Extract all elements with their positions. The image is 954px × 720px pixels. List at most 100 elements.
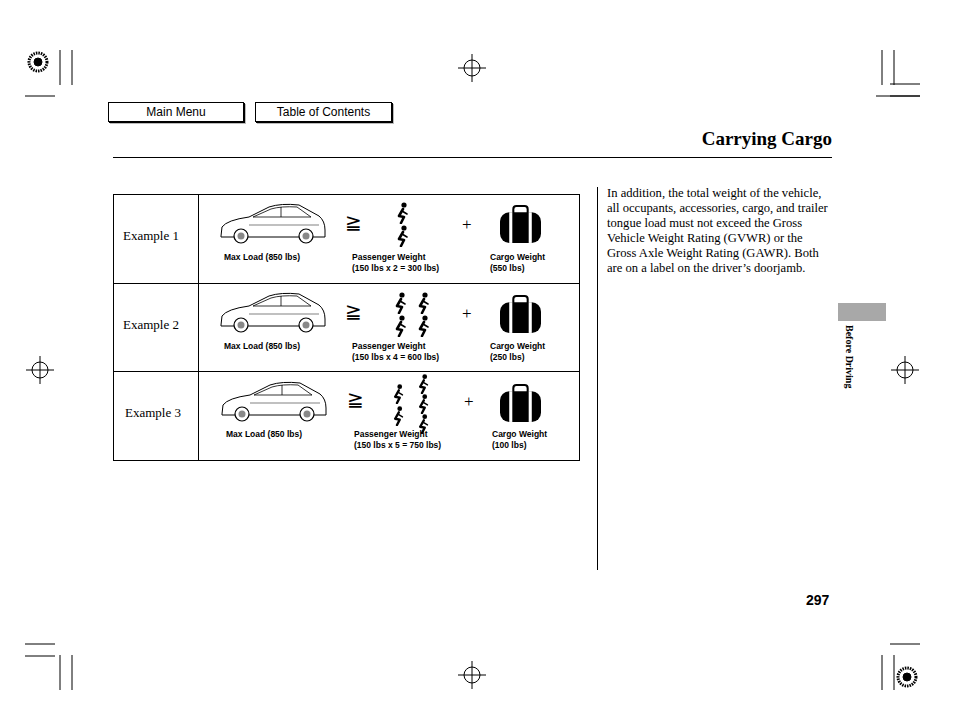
passenger-icon [399,202,407,223]
car-icon [221,293,325,332]
registration-mark [472,661,473,689]
car-icon [221,204,325,243]
example-label: Example 2 [123,318,179,333]
example-label: Example 1 [123,229,179,244]
crop-mark [25,656,55,657]
label-text: ≧ [347,387,364,411]
crop-mark [882,655,883,690]
max-load-label: Max Load (850 lbs) [224,253,300,263]
greater-equal-sign: ≧ [345,211,362,234]
plus-sign: + [462,215,472,235]
passenger-weight-label: Passenger Weight [352,253,426,263]
passenger-icon [395,406,402,425]
title-text: Carrying Cargo [702,128,832,149]
passenger-icon [397,315,405,336]
label-text: + [464,392,474,411]
passenger-weight-value: (150 lbs x 4 = 600 lbs) [352,353,439,363]
crop-mark [60,655,61,690]
registration-target [29,53,47,71]
label-text: (550 lbs) [490,263,525,273]
cargo-icon [500,206,541,243]
button-label: Main Menu [146,105,205,119]
label-text: + [462,304,472,323]
passenger-icon [399,225,407,246]
label-text: Max Load (850 lbs) [226,429,302,439]
label-text: Passenger Weight [352,341,426,351]
header-rule [113,157,832,158]
label-text: Example 3 [125,405,181,420]
passenger-icon [420,374,427,393]
nav-button: Table of Contents [255,102,392,122]
label-text: Example 1 [123,228,179,243]
table-rule [114,371,580,372]
table-rule [198,195,199,461]
crop-mark [894,655,895,690]
label-text: Passenger Weight [352,252,426,262]
cargo-weight-label: Cargo Weight [490,253,545,263]
passenger-icon [420,315,428,336]
label-text: + [462,215,472,234]
passenger-icon [395,384,402,403]
car-icon [222,382,326,421]
button-label: Table of Contents [277,105,370,119]
passenger-weight-value: (150 lbs x 5 = 750 lbs) [354,441,441,451]
cargo-weight-value: (100 lbs) [492,441,527,451]
cargo-weight-value: (550 lbs) [490,264,525,274]
section-tab [838,303,886,321]
label-text: Example 2 [123,317,179,332]
crop-mark [60,50,61,85]
passenger-weight-label: Passenger Weight [354,430,428,440]
greater-equal-sign: ≧ [347,388,364,411]
label-text: Cargo Weight [490,252,545,262]
label-text: In addition, the total weight of the veh… [607,186,828,275]
max-load-label: Max Load (850 lbs) [224,342,300,352]
page-number: 297 [806,592,829,608]
body-paragraph: In addition, the total weight of the veh… [607,186,835,275]
label-text: Cargo Weight [492,429,547,439]
registration-target [898,668,916,686]
cargo-weight-label: Cargo Weight [490,342,545,352]
section-tab-label: Before Driving [844,325,856,388]
crop-mark [890,84,920,85]
passenger-icon [397,292,405,313]
nav-button: Main Menu [108,102,244,122]
crop-marks [25,50,920,690]
label-text: Max Load (850 lbs) [224,252,300,262]
table-border [114,195,580,461]
cargo-weight-value: (250 lbs) [490,353,525,363]
label-text: 297 [806,592,829,608]
label-text: Cargo Weight [490,341,545,351]
registration-mark [40,356,41,384]
page-title: Carrying Cargo [702,128,832,150]
registration-target [903,673,911,681]
crop-mark [25,644,55,645]
label-text: Before Driving [844,325,855,388]
registration-mark [472,54,473,82]
crop-mark [876,96,920,97]
passenger-weight-label: Passenger Weight [352,342,426,352]
column-rule [597,187,598,570]
label-text: (150 lbs x 2 = 300 lbs) [352,263,439,273]
example-table [114,195,580,461]
label-text: ≧ [345,299,362,323]
label-text: (250 lbs) [490,352,525,362]
max-load-label: Max Load (850 lbs) [226,430,302,440]
crop-mark [72,655,73,690]
cargo-icon [500,296,541,333]
cargo-weight-label: Cargo Weight [492,430,547,440]
label-text: Passenger Weight [354,429,428,439]
plus-sign: + [464,392,474,412]
example-label: Example 3 [125,406,181,421]
label-text: (100 lbs) [492,440,527,450]
crop-mark [72,50,73,85]
registration-target [34,58,42,66]
cargo-icon [500,385,541,422]
passenger-weight-value: (150 lbs x 2 = 300 lbs) [352,264,439,274]
crop-mark [882,50,883,85]
plus-sign: + [462,304,472,324]
passenger-icon [420,394,427,413]
greater-equal-sign: ≧ [345,300,362,323]
crop-mark [25,96,55,97]
label-text: ≧ [345,210,362,234]
